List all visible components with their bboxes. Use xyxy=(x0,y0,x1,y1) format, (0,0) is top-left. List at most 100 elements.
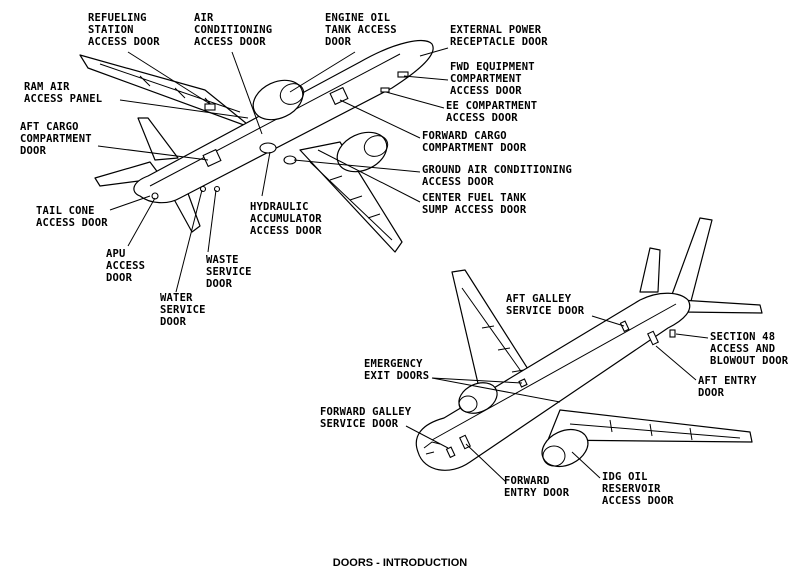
top-aircraft xyxy=(79,39,434,253)
bottom-left-stabilizer xyxy=(639,247,661,293)
svg-text:ACCESS DOOR: ACCESS DOOR xyxy=(446,112,518,124)
svg-text:AFT GALLEY: AFT GALLEY xyxy=(506,293,572,305)
label-tail-cone: TAIL CONE ACCESS DOOR xyxy=(36,205,108,229)
top-right-wing xyxy=(299,141,403,253)
svg-text:TANK ACCESS: TANK ACCESS xyxy=(325,24,397,36)
svg-text:WASTE: WASTE xyxy=(206,254,239,266)
svg-text:TAIL CONE: TAIL CONE xyxy=(36,205,95,217)
svg-text:ACCESS PANEL: ACCESS PANEL xyxy=(24,93,102,105)
label-fwd-equipment: FWD EQUIPMENT COMPARTMENT ACCESS DOOR xyxy=(450,61,535,97)
forward-cargo-door xyxy=(329,86,349,106)
label-fwd-galley: FORWARD GALLEY SERVICE DOOR xyxy=(320,406,412,430)
svg-text:GROUND AIR CONDITIONING: GROUND AIR CONDITIONING xyxy=(422,164,572,176)
svg-text:WATER: WATER xyxy=(160,292,193,304)
label-section48: SECTION 48 ACCESS AND BLOWOUT DOOR xyxy=(710,331,789,367)
label-idg: IDG OIL RESERVOIR ACCESS DOOR xyxy=(602,471,674,507)
svg-text:SECTION 48: SECTION 48 xyxy=(710,331,775,343)
svg-text:FORWARD CARGO: FORWARD CARGO xyxy=(422,130,507,142)
top-right-engine xyxy=(336,131,388,173)
label-refueling: REFUELING STATION ACCESS DOOR xyxy=(88,12,160,48)
refueling-door xyxy=(204,103,216,111)
svg-text:ACCESS DOOR: ACCESS DOOR xyxy=(422,176,494,188)
svg-text:DOOR: DOOR xyxy=(106,272,133,284)
forward-galley-door xyxy=(445,446,456,459)
svg-text:SERVICE: SERVICE xyxy=(206,266,252,278)
label-apu: APU ACCESS DOOR xyxy=(106,248,145,284)
svg-text:SERVICE DOOR: SERVICE DOOR xyxy=(506,305,585,317)
svg-text:ENGINE OIL: ENGINE OIL xyxy=(325,12,390,24)
svg-text:DOOR: DOOR xyxy=(160,316,187,328)
aft-entry-door xyxy=(647,330,659,346)
top-fuselage xyxy=(133,39,434,204)
water-door xyxy=(199,185,207,193)
label-fwd-entry: FORWARD ENTRY DOOR xyxy=(504,475,570,499)
svg-text:FWD EQUIPMENT: FWD EQUIPMENT xyxy=(450,61,535,73)
svg-text:RESERVOIR: RESERVOIR xyxy=(602,483,661,495)
svg-text:ACCESS: ACCESS xyxy=(106,260,145,272)
svg-text:STATION: STATION xyxy=(88,24,134,36)
svg-text:IDG OIL: IDG OIL xyxy=(602,471,648,483)
top-vertical-fin xyxy=(137,117,179,161)
svg-text:AIR: AIR xyxy=(194,12,214,24)
svg-text:EXTERNAL POWER: EXTERNAL POWER xyxy=(450,24,542,36)
aft-galley-door xyxy=(619,320,630,333)
label-emergency: EMERGENCY EXIT DOORS xyxy=(364,358,429,382)
svg-text:DOOR: DOOR xyxy=(698,387,725,399)
air-conditioning-door xyxy=(259,142,277,154)
svg-text:ACCESS AND: ACCESS AND xyxy=(710,343,775,355)
svg-text:RECEPTACLE DOOR: RECEPTACLE DOOR xyxy=(450,36,548,48)
label-ee-compartment: EE COMPARTMENT ACCESS DOOR xyxy=(446,100,537,124)
svg-text:FORWARD GALLEY: FORWARD GALLEY xyxy=(320,406,412,418)
label-forward-cargo: FORWARD CARGO COMPARTMENT DOOR xyxy=(422,130,527,154)
svg-text:DOOR: DOOR xyxy=(20,145,47,157)
svg-text:ACCESS DOOR: ACCESS DOOR xyxy=(36,217,108,229)
fwd-equipment-door xyxy=(397,71,409,78)
bottom-right-stabilizer xyxy=(679,299,763,314)
emergency-exit-doors xyxy=(518,378,528,388)
svg-text:ACCESS DOOR: ACCESS DOOR xyxy=(450,85,522,97)
svg-text:COMPARTMENT: COMPARTMENT xyxy=(20,133,92,145)
svg-text:CONDITIONING: CONDITIONING xyxy=(194,24,272,36)
svg-text:AFT CARGO: AFT CARGO xyxy=(20,121,79,133)
label-ram-air: RAM AIR ACCESS PANEL xyxy=(24,81,102,105)
label-waste: WASTE SERVICE DOOR xyxy=(206,254,252,290)
svg-text:ENTRY DOOR: ENTRY DOOR xyxy=(504,487,570,499)
waste-door xyxy=(213,185,221,193)
svg-text:EXIT DOORS: EXIT DOORS xyxy=(364,370,429,382)
svg-text:ACCESS DOOR: ACCESS DOOR xyxy=(602,495,674,507)
svg-text:EMERGENCY: EMERGENCY xyxy=(364,358,423,370)
svg-text:ACCESS DOOR: ACCESS DOOR xyxy=(88,36,160,48)
label-external-power: EXTERNAL POWER RECEPTACLE DOOR xyxy=(450,24,548,48)
svg-text:ACCUMULATOR: ACCUMULATOR xyxy=(250,213,322,225)
svg-text:REFUELING: REFUELING xyxy=(88,12,147,24)
svg-text:COMPARTMENT: COMPARTMENT xyxy=(450,73,522,85)
ee-compartment-door xyxy=(380,87,390,93)
label-aft-cargo: AFT CARGO COMPARTMENT DOOR xyxy=(20,121,92,157)
svg-text:DOOR: DOOR xyxy=(325,36,352,48)
bottom-aircraft xyxy=(415,217,763,471)
label-center-fuel: CENTER FUEL TANK SUMP ACCESS DOOR xyxy=(422,192,527,216)
svg-text:CENTER FUEL TANK: CENTER FUEL TANK xyxy=(422,192,527,204)
label-hydraulic: HYDRAULIC ACCUMULATOR ACCESS DOOR xyxy=(250,201,322,237)
aft-cargo-door xyxy=(202,148,222,168)
section48-door xyxy=(669,329,676,338)
svg-text:FORWARD: FORWARD xyxy=(504,475,550,487)
leader-lines xyxy=(97,47,709,483)
svg-text:SERVICE DOOR: SERVICE DOOR xyxy=(320,418,399,430)
svg-text:DOOR: DOOR xyxy=(206,278,233,290)
label-air-conditioning: AIR CONDITIONING ACCESS DOOR xyxy=(194,12,272,48)
top-left-engine xyxy=(252,79,304,121)
label-water: WATER SERVICE DOOR xyxy=(160,292,206,328)
label-engine-oil: ENGINE OIL TANK ACCESS DOOR xyxy=(325,12,397,48)
svg-text:COMPARTMENT DOOR: COMPARTMENT DOOR xyxy=(422,142,527,154)
svg-text:SUMP ACCESS DOOR: SUMP ACCESS DOOR xyxy=(422,204,527,216)
svg-text:ACCESS DOOR: ACCESS DOOR xyxy=(250,225,322,237)
svg-text:APU: APU xyxy=(106,248,126,260)
svg-text:BLOWOUT DOOR: BLOWOUT DOOR xyxy=(710,355,789,367)
svg-text:RAM AIR: RAM AIR xyxy=(24,81,70,93)
svg-text:SERVICE: SERVICE xyxy=(160,304,206,316)
label-aft-entry: AFT ENTRY DOOR xyxy=(698,375,757,399)
svg-text:HYDRAULIC: HYDRAULIC xyxy=(250,201,309,213)
figure-caption: DOORS - INTRODUCTION xyxy=(333,557,467,569)
